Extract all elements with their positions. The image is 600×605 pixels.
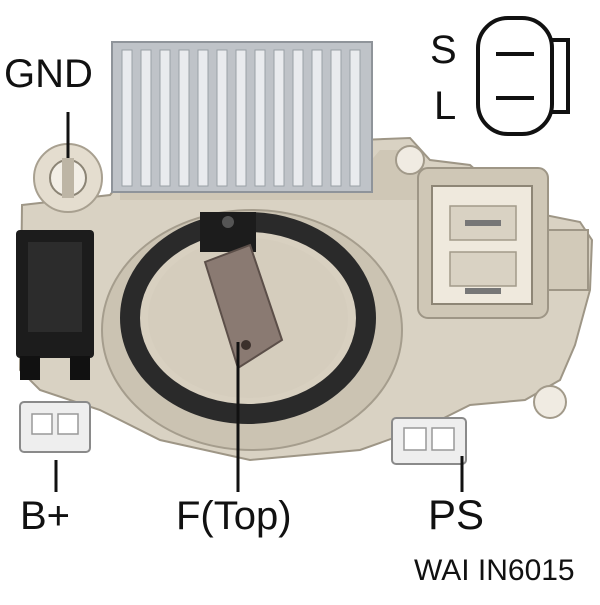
- heatsink-fin: [121, 49, 133, 187]
- mounting-hole-top: [395, 145, 425, 175]
- heatsink-fin: [140, 49, 152, 187]
- ps-label: PS: [428, 491, 485, 538]
- b-plus-label: B+: [20, 494, 71, 538]
- heatsink-fin: [349, 49, 361, 187]
- gnd-label: GND: [4, 52, 93, 96]
- s-label: S: [430, 28, 457, 72]
- heatsink: [111, 41, 373, 193]
- brush-holder: [120, 212, 376, 424]
- ps-clip: [391, 417, 467, 465]
- l-label: L: [434, 84, 457, 128]
- s-l-connector-symbol: [476, 16, 570, 136]
- heatsink-fin: [216, 49, 228, 187]
- heatsink-fin: [254, 49, 266, 187]
- s-l-connector: [417, 167, 589, 319]
- heatsink-fin: [311, 49, 323, 187]
- b-plus-clip: [19, 401, 91, 453]
- heatsink-fin: [235, 49, 247, 187]
- heatsink-fin: [178, 49, 190, 187]
- heatsink-fin: [197, 49, 209, 187]
- mounting-hole-bottom: [533, 385, 567, 419]
- heatsink-fin: [292, 49, 304, 187]
- heatsink-fins: [121, 49, 361, 187]
- heatsink-fin: [159, 49, 171, 187]
- gnd-terminal: [33, 143, 103, 213]
- heatsink-fin: [273, 49, 285, 187]
- f-top-label: F(Top): [176, 494, 292, 538]
- part-number: WAI IN6015: [414, 554, 575, 587]
- b-plus-terminal-block: [16, 230, 94, 380]
- heatsink-fin: [330, 49, 342, 187]
